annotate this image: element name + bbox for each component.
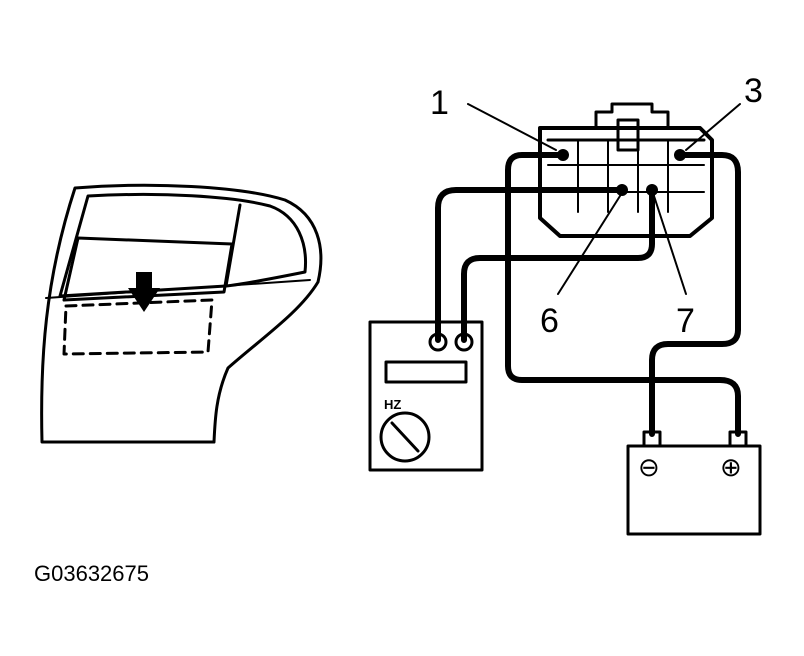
label-pin-1: 1 <box>430 84 449 122</box>
wire-pin7-to-meter <box>461 187 655 343</box>
battery-terminal-negative <box>642 430 662 448</box>
leader-1 <box>467 103 557 151</box>
belt-line <box>45 279 311 299</box>
leader-6 <box>557 195 621 295</box>
meter-probe-jack-1 <box>428 332 448 352</box>
wire-pin6-to-meter <box>435 187 625 343</box>
meter-display <box>384 360 468 384</box>
down-arrow-icon <box>128 272 160 312</box>
meter-dial <box>379 411 431 463</box>
label-pin-6: 6 <box>540 302 559 340</box>
leader-7 <box>653 195 687 295</box>
meter-dial-pointer <box>390 421 420 453</box>
connector-latch <box>594 102 670 130</box>
window-divider <box>224 203 242 288</box>
battery: ⊖ ⊕ <box>626 430 762 536</box>
battery-negative-symbol: ⊖ <box>638 452 660 482</box>
window-glass <box>62 236 234 302</box>
meter-unit-label: HZ <box>384 397 401 412</box>
figure-code: G03632675 <box>34 561 149 586</box>
label-pin-7: 7 <box>676 302 695 340</box>
door-illustration <box>40 183 323 444</box>
lowered-glass-dashed <box>62 298 214 356</box>
wire-pin1-to-battery-neg <box>505 152 741 437</box>
battery-positive-symbol: ⊕ <box>720 452 742 482</box>
connector <box>538 102 714 238</box>
battery-body <box>626 444 762 536</box>
meter-body <box>368 320 484 472</box>
wire-pin3-to-battery-pos <box>649 152 741 437</box>
leader-3 <box>685 103 741 151</box>
battery-terminal-positive <box>728 430 748 448</box>
door-outline <box>40 183 323 444</box>
label-pin-3: 3 <box>744 72 763 110</box>
meter-probe-jack-2 <box>454 332 474 352</box>
wires <box>435 152 741 437</box>
frequency-meter: HZ <box>368 320 484 472</box>
leader-lines <box>467 103 741 295</box>
connector-tab <box>616 118 640 152</box>
window-frame-outer <box>58 192 308 298</box>
connector-body <box>538 126 714 238</box>
